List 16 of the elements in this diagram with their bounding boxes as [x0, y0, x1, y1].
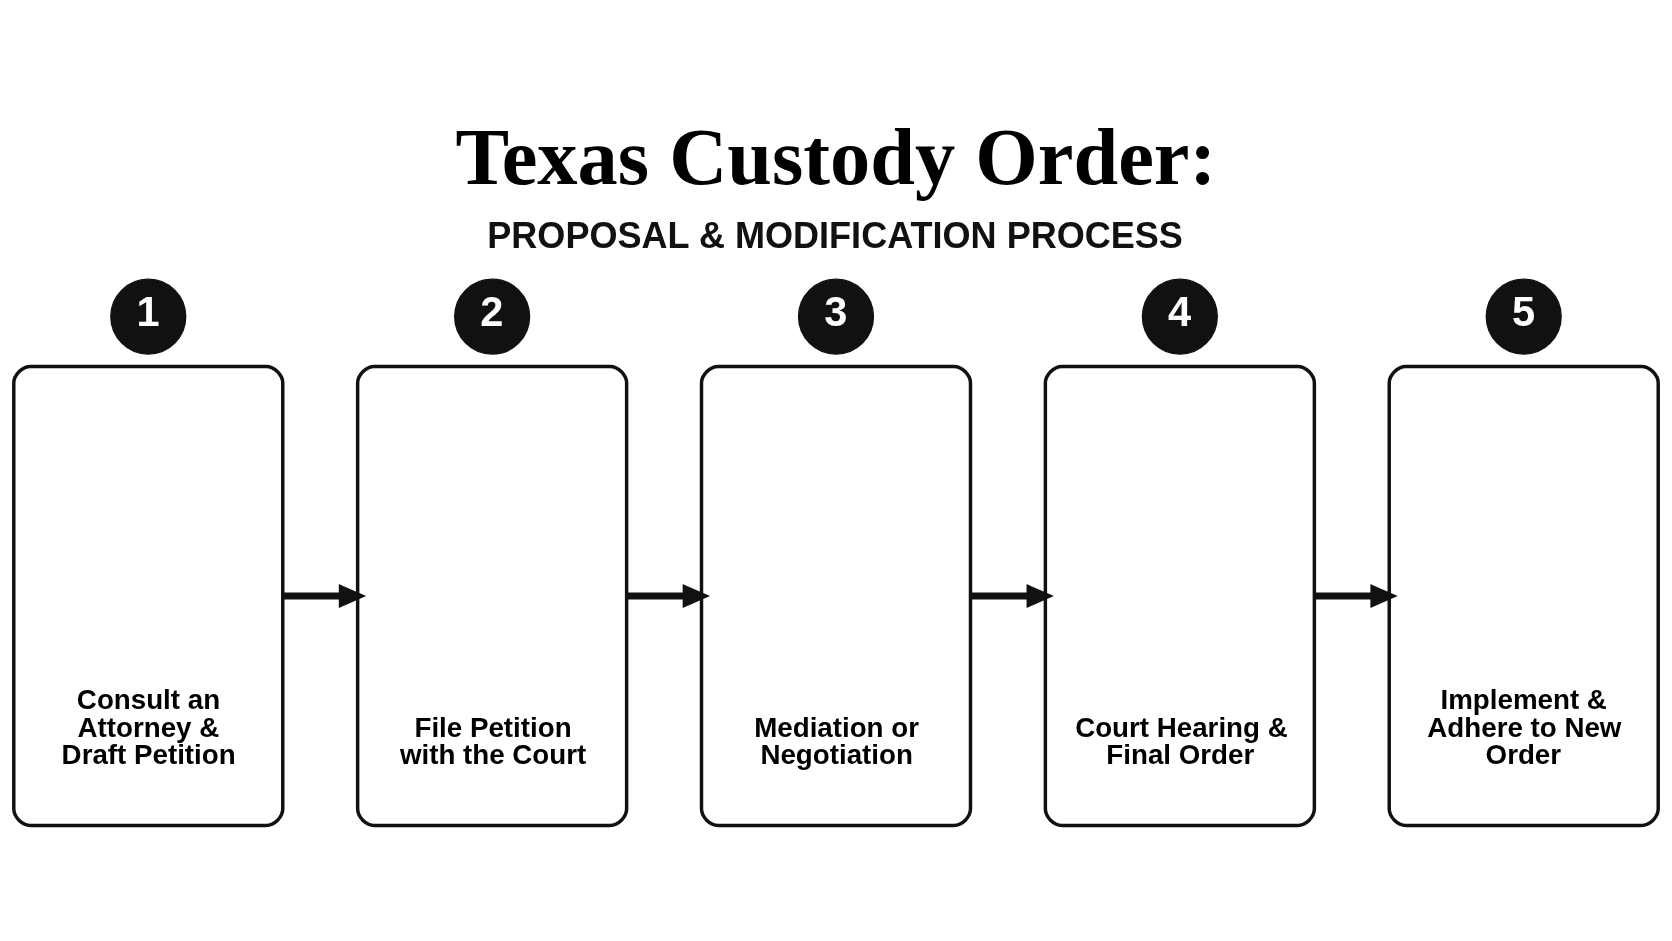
node-box: File Petition with the Court — [355, 364, 629, 828]
node-circle: 3 — [797, 278, 875, 355]
node-box: Consult an Attorney & Draft Petition — [12, 364, 285, 828]
node-circle: 4 — [1141, 278, 1218, 355]
diagram-title: Texas Custody Order: — [455, 112, 1217, 202]
arrow — [283, 584, 367, 608]
arrow — [627, 584, 711, 608]
node-box: Court Hearing & Final Order — [1043, 364, 1317, 828]
node-box: Mediation or Negotiation — [699, 364, 973, 828]
arrow — [1314, 584, 1398, 608]
node-circle: 2 — [454, 278, 531, 355]
node-circle: 5 — [1485, 278, 1562, 355]
node-circle: 1 — [110, 278, 187, 355]
node-box: Implement & Adhere to New Order — [1387, 364, 1660, 828]
label: PROPOSAL & MODIFICATION PROCESS — [487, 215, 1183, 257]
arrow — [971, 584, 1054, 608]
